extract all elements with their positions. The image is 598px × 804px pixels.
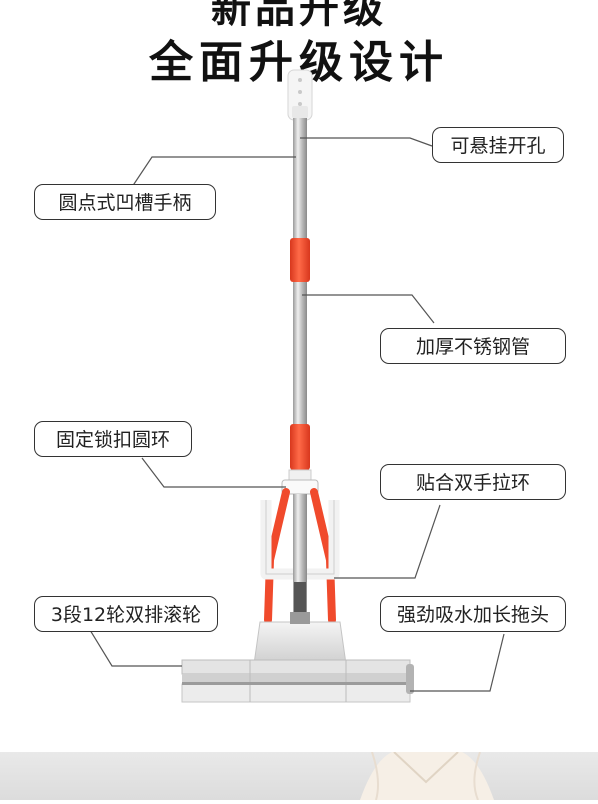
callout-rollers: 3段12轮双排滚轮 bbox=[34, 596, 218, 632]
line-tube bbox=[302, 294, 435, 324]
line-hang-hole bbox=[300, 137, 433, 147]
callout-lines bbox=[89, 137, 505, 692]
callout-hang-hole: 可悬挂开孔 bbox=[432, 127, 564, 163]
line-pull-ring bbox=[334, 504, 441, 579]
callout-mop-head: 强劲吸水加长拖头 bbox=[380, 596, 566, 632]
orange-joint-lower bbox=[290, 424, 310, 470]
callout-handle: 圆点式凹槽手柄 bbox=[34, 184, 216, 220]
line-handle bbox=[125, 156, 296, 197]
bottom-photo-strip bbox=[0, 751, 598, 801]
line-lock-ring bbox=[141, 457, 286, 488]
line-rollers bbox=[89, 629, 182, 667]
line-mop-head bbox=[410, 633, 505, 692]
header-subtitle-cut: 新品升级 bbox=[211, 0, 387, 32]
callout-lock-ring: 固定锁扣圆环 bbox=[34, 421, 192, 457]
orange-joint-upper bbox=[290, 238, 310, 282]
mop-head bbox=[181, 659, 414, 703]
handle-grip bbox=[287, 69, 313, 121]
callout-pull-ring: 贴合双手拉环 bbox=[380, 464, 566, 500]
mop-housing bbox=[253, 621, 347, 665]
callout-tube: 加厚不锈钢管 bbox=[380, 328, 566, 364]
steel-tube bbox=[293, 118, 307, 470]
